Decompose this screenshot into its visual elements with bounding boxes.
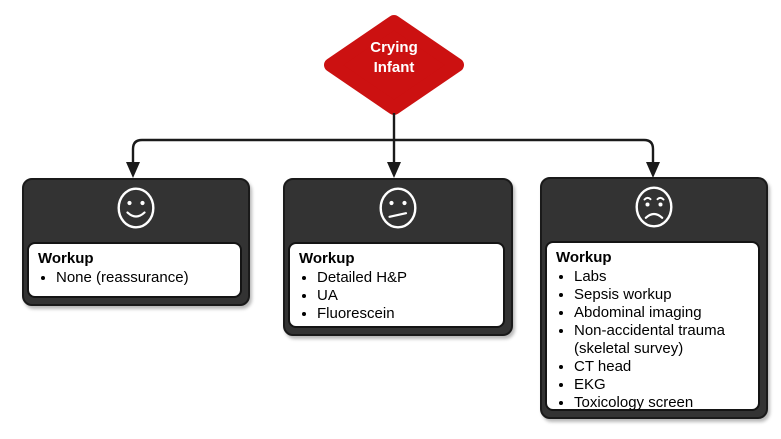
workup-item: Toxicology screen <box>574 394 752 412</box>
workup-item: UA <box>317 287 497 305</box>
arrowhead-left <box>126 162 140 178</box>
decision-node-label: Crying Infant <box>324 38 464 78</box>
arrowhead-middle <box>387 162 401 178</box>
workup-list-neutral: Detailed H&P UA Fluorescein <box>299 269 497 323</box>
workup-item: EKG <box>574 376 752 394</box>
decision-line-1: Crying <box>370 39 418 56</box>
sad-face-icon <box>635 186 673 228</box>
decision-line-2: Infant <box>373 59 415 76</box>
happy-face-icon <box>117 187 155 229</box>
workup-item: CT head <box>574 358 752 376</box>
outcome-card-sad: Workup Labs Sepsis workup Abdominal imag… <box>540 177 768 419</box>
workup-panel-happy: Workup None (reassurance) <box>27 242 242 298</box>
decision-diamond <box>324 15 464 115</box>
workup-item: Non-accidental trauma (skeletal survey) <box>574 322 752 358</box>
workup-panel-sad: Workup Labs Sepsis workup Abdominal imag… <box>545 241 760 411</box>
outcome-card-happy: Workup None (reassurance) <box>22 178 250 306</box>
neutral-face-icon <box>379 187 417 229</box>
arrowhead-right <box>646 162 660 178</box>
workup-item: None (reassurance) <box>56 269 234 287</box>
workup-item: Sepsis workup <box>574 286 752 304</box>
workup-item: Fluorescein <box>317 305 497 323</box>
workup-list-sad: Labs Sepsis workup Abdominal imaging Non… <box>556 268 752 412</box>
workup-panel-neutral: Workup Detailed H&P UA Fluorescein <box>288 242 505 328</box>
workup-item: Labs <box>574 268 752 286</box>
workup-heading: Workup <box>556 249 612 266</box>
workup-heading: Workup <box>38 250 94 267</box>
workup-list-happy: None (reassurance) <box>38 269 234 287</box>
workup-heading: Workup <box>299 250 355 267</box>
workup-item: Abdominal imaging <box>574 304 752 322</box>
outcome-card-neutral: Workup Detailed H&P UA Fluorescein <box>283 178 513 336</box>
workup-item: Detailed H&P <box>317 269 497 287</box>
